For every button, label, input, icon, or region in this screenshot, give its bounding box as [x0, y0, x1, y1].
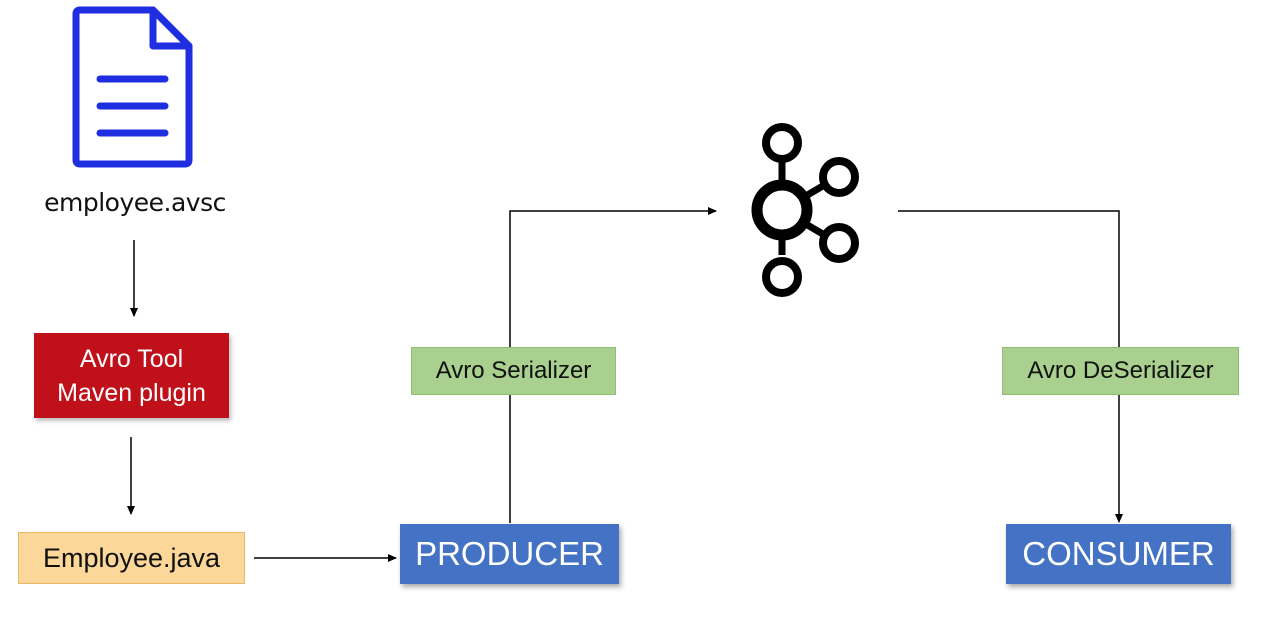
consumer-box: CONSUMER	[1006, 524, 1231, 584]
avro-serializer-box: Avro Serializer	[411, 347, 616, 395]
kafka-logo-icon	[751, 123, 859, 297]
producer-box: PRODUCER	[400, 524, 619, 584]
arrow-producer-to-kafka	[509, 207, 717, 523]
schema-file-label: employee.avsc	[44, 188, 226, 217]
avro-deserializer-box: Avro DeSerializer	[1002, 347, 1239, 395]
document-icon	[72, 6, 193, 168]
employee-java-box: Employee.java	[18, 532, 245, 584]
arrow-kafka-to-consumer	[898, 210, 1123, 523]
avro-tool-maven-plugin-box: Avro Tool Maven plugin	[34, 333, 229, 418]
